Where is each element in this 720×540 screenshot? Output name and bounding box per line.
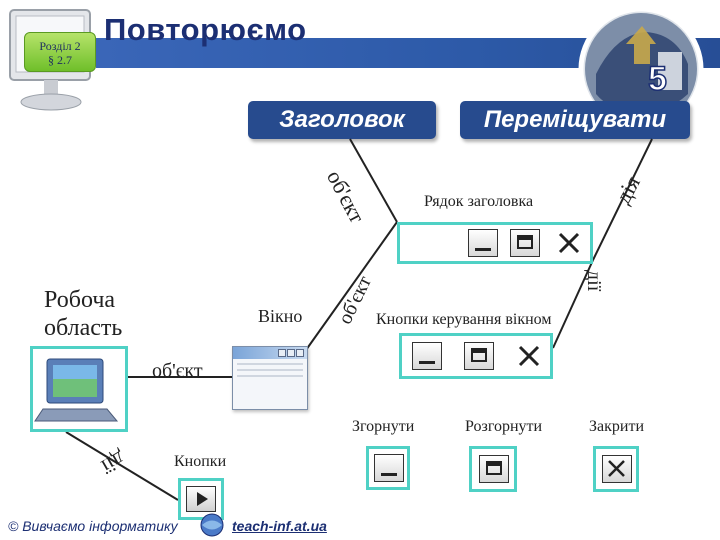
label-action-mid: дії	[583, 270, 605, 292]
grade-number: 5	[648, 60, 667, 98]
play-button-icon	[186, 486, 216, 512]
connector-titlebar-window	[305, 221, 398, 351]
controls-close-icon	[514, 342, 544, 370]
label-buttons: Кнопки	[174, 453, 227, 470]
move-pill: Переміщувати	[460, 101, 690, 139]
label-title-row: Рядок заголовка	[424, 193, 534, 210]
grade-logo: 5	[578, 6, 704, 132]
footer-copyright: © Вивчаємо інформатику	[8, 518, 178, 534]
heading-pill: Заголовок	[248, 101, 436, 139]
workspace-box	[30, 346, 128, 432]
globe-book-icon	[200, 513, 224, 537]
window-titlebar	[233, 347, 307, 359]
maximize-box	[469, 446, 517, 492]
titlebar-minimize-icon	[468, 229, 498, 257]
label-control-buttons: Кнопки керування вікном	[376, 311, 552, 328]
maximize-icon	[479, 455, 509, 483]
minimize-icon	[374, 454, 404, 482]
titlebar-close-icon	[554, 229, 584, 257]
label-workspace: Робоча область	[44, 287, 123, 341]
computer-icon	[34, 358, 119, 422]
label-object-left: об'єкт	[152, 360, 203, 382]
control-buttons-box	[399, 333, 553, 379]
label-minimize: Згорнути	[352, 418, 415, 435]
titlebar-box	[397, 222, 593, 264]
minimize-box	[366, 446, 410, 490]
label-window: Вікно	[258, 306, 303, 326]
label-close: Закрити	[589, 418, 645, 435]
controls-minimize-icon	[412, 342, 442, 370]
titlebar-maximize-icon	[510, 229, 540, 257]
label-maximize: Розгорнути	[465, 418, 543, 435]
footer-link[interactable]: teach-inf.at.ua	[232, 518, 327, 534]
connector-move-titlebar	[592, 138, 653, 261]
controls-maximize-icon	[464, 342, 494, 370]
close-icon	[602, 455, 632, 483]
section-paragraph: § 2.7	[48, 53, 72, 67]
window-illustration	[232, 346, 308, 410]
buttons-box	[178, 478, 224, 520]
section-badge: Розділ 2 § 2.7	[24, 32, 96, 72]
connector-workspace-buttons	[65, 431, 179, 501]
connector-heading-titlebar	[349, 138, 398, 223]
section-chapter: Розділ 2	[39, 39, 81, 53]
close-box	[593, 446, 639, 492]
page-title: Повторюємо	[104, 12, 307, 47]
connector-titlebar-controls	[552, 259, 594, 349]
